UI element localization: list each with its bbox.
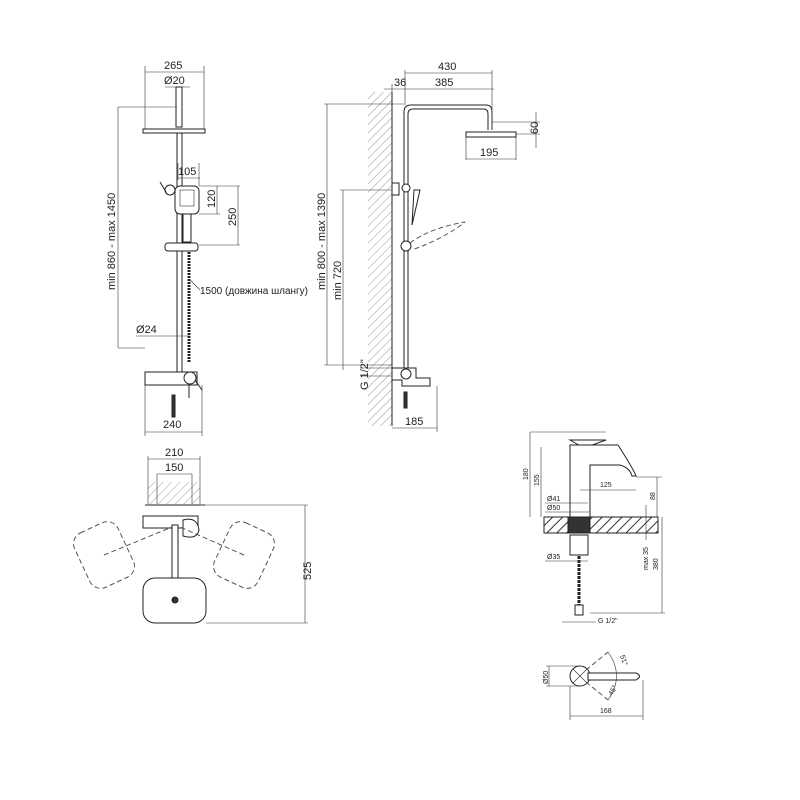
dim-faucet-height: 180 — [523, 468, 530, 480]
dim-head-height: 60 — [529, 122, 541, 134]
dim-faucet-body: 155 — [534, 474, 541, 486]
dim-total-reach: 430 — [438, 61, 456, 73]
side-mixer — [391, 367, 431, 387]
dim-mixer-width: 240 — [163, 419, 181, 431]
dim-plan-length: 168 — [600, 708, 612, 715]
slider — [164, 242, 199, 252]
dim-shank: Ø35 — [547, 554, 560, 561]
plan-view: 210 150 525 — [73, 447, 314, 624]
mixer-body — [144, 371, 198, 386]
dim-spout-height: 88 — [650, 492, 657, 500]
dim-thread: G 1/2" — [359, 359, 371, 390]
dim-head-width: 265 — [164, 60, 182, 72]
dim-mount-width: 210 — [165, 447, 183, 459]
dim-base-inner: Ø41 — [547, 496, 560, 503]
dim-faucet-hose: 380 — [653, 558, 660, 570]
dim-angle-top: 51° — [618, 654, 629, 667]
dim-hand-head: 120 — [206, 190, 218, 208]
dim-angle-bottom: 45° — [607, 684, 619, 697]
dim-faucet-reach: 125 — [600, 482, 612, 489]
dim-rail-diameter: Ø24 — [136, 324, 157, 336]
dim-spout-reach: 185 — [405, 416, 423, 428]
faucet-view: 180 155 125 88 Ø41 Ø50 Ø35 max 35 380 G … — [523, 431, 665, 625]
dim-arm-reach: 385 — [435, 77, 453, 89]
rain-shower-head — [142, 128, 206, 134]
basin-faucet-body — [569, 444, 637, 518]
side-view: 430 36 385 60 195 min 800 - max 1390 min… — [316, 61, 541, 432]
dim-base-outer: Ø50 — [547, 505, 560, 512]
dim-head-width-side: 195 — [480, 147, 498, 159]
side-rain-head — [465, 131, 517, 138]
dim-min-height: min 720 — [332, 261, 344, 300]
dim-hand-length: 250 — [227, 208, 239, 226]
dim-hose-length: 1500 (довжина шлангу) — [200, 286, 308, 297]
front-view: 265 Ø20 min 860 - max 1450 105 120 250 1… — [106, 60, 308, 436]
dim-hand-offset: 105 — [178, 166, 196, 178]
dim-plan-base: Ø50 — [543, 671, 550, 684]
dim-head-projection: 525 — [302, 562, 314, 580]
dim-faucet-thread: G 1/2" — [598, 618, 618, 625]
dim-wall-offset: 36 — [394, 77, 406, 89]
dim-mount-centers: 150 — [165, 462, 183, 474]
dim-height-range: min 860 - max 1450 — [106, 193, 118, 290]
dim-arm-diameter: Ø20 — [164, 75, 185, 87]
dim-side-height-range: min 800 - max 1390 — [316, 193, 328, 290]
faucet-plan: 51° 45° Ø50 168 — [543, 651, 644, 720]
dim-max-thickness: max 35 — [643, 547, 650, 570]
